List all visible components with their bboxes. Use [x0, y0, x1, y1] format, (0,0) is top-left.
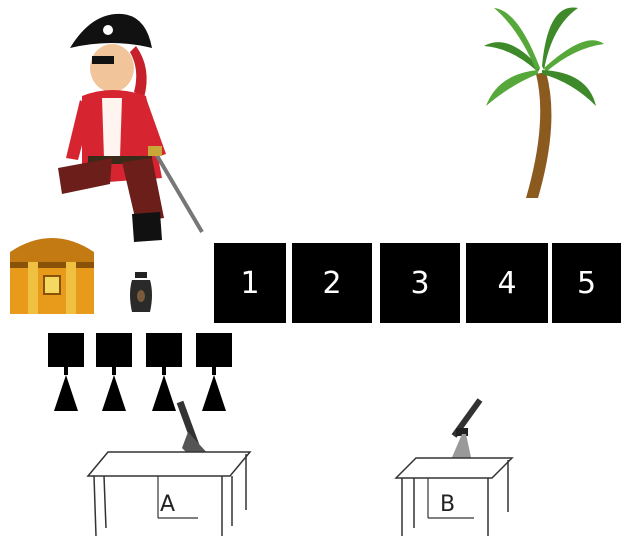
- table-b-label: B: [440, 492, 455, 517]
- number-box-4-label: 4: [497, 266, 516, 301]
- number-box-1: 1: [214, 243, 286, 323]
- hourglass-shape-1: [48, 333, 84, 413]
- number-box-5-label: 5: [577, 266, 596, 301]
- table-a-label: A: [160, 492, 175, 517]
- treasure-chest: [6, 222, 98, 318]
- telescope-icon: [450, 400, 480, 462]
- palm-tree: [478, 2, 608, 202]
- number-box-3-label: 3: [410, 266, 429, 301]
- number-box-4: 4: [466, 243, 548, 323]
- number-box-1-label: 1: [240, 266, 259, 301]
- small-pot: [126, 270, 156, 316]
- number-box-2: 2: [292, 243, 372, 323]
- number-box-5: 5: [552, 243, 621, 323]
- pirate-figure: [52, 8, 212, 246]
- number-box-2-label: 2: [322, 266, 341, 301]
- number-box-3: 3: [380, 243, 460, 323]
